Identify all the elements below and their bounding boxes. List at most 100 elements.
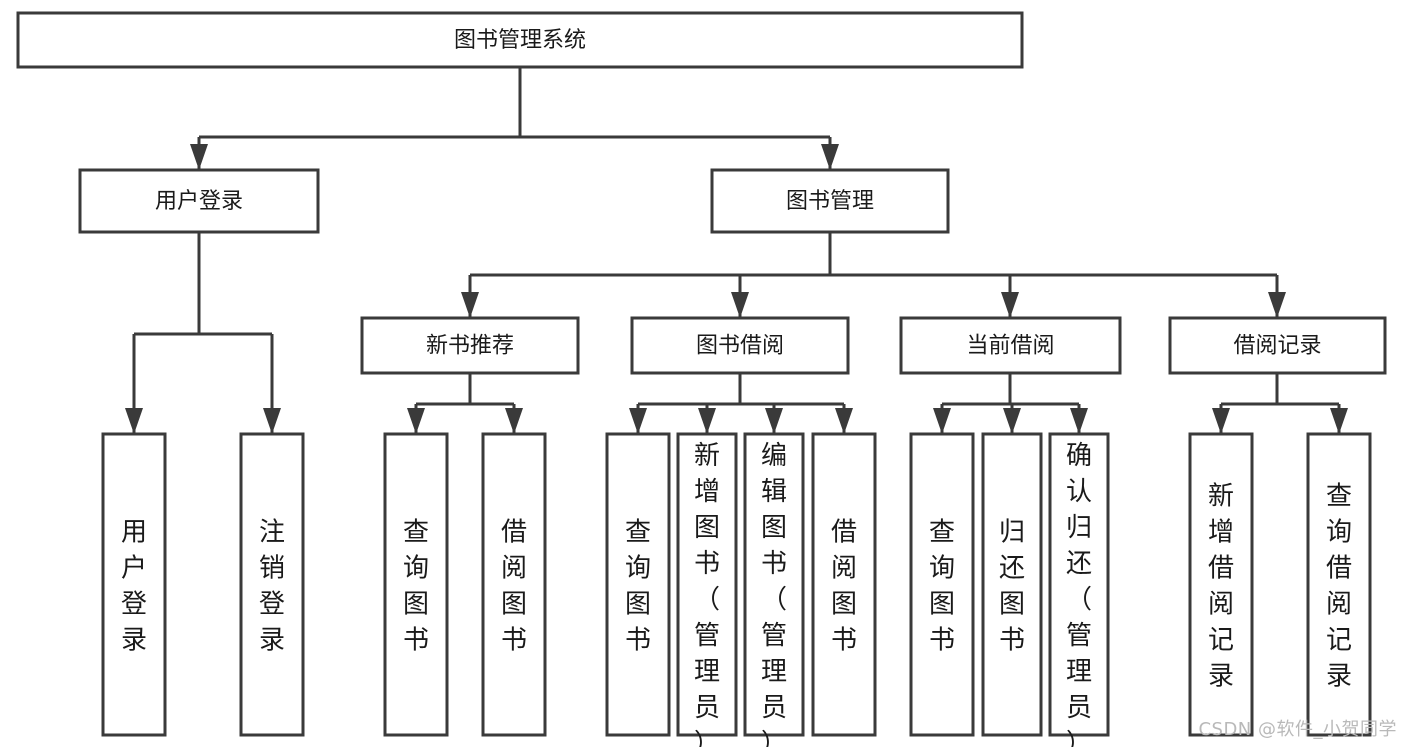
- arrow-head-icon: [190, 144, 208, 170]
- node-leaf-0-rect[interactable]: [101, 432, 167, 737]
- node-level3-1-rect[interactable]: [630, 316, 850, 375]
- node-level3-1[interactable]: 图书借阅: [630, 316, 850, 375]
- node-leaf-0[interactable]: 用户登录: [101, 432, 167, 737]
- node-level3-2-rect[interactable]: [899, 316, 1122, 375]
- node-leaf-0-char: 录: [121, 626, 147, 656]
- node-leaf-2-char: 书: [403, 626, 429, 656]
- node-leaf-10-char: 还: [1066, 549, 1092, 579]
- node-level2-1[interactable]: 图书管理: [710, 168, 950, 234]
- node-leaf-11-char: 增: [1208, 518, 1234, 548]
- arrow-head-icon: [1330, 408, 1348, 434]
- node-leaf-12-char: 记: [1326, 626, 1352, 656]
- node-level3-3-rect[interactable]: [1168, 316, 1387, 375]
- arrow-head-icon: [629, 408, 647, 434]
- node-leaf-9-rect[interactable]: [981, 432, 1043, 737]
- node-level3-3[interactable]: 借阅记录: [1168, 316, 1387, 375]
- node-leaf-1-char: 录: [259, 626, 285, 656]
- node-boxes: 图书管理系统用户登录图书管理新书推荐图书借阅当前借阅借阅记录用户登录注销登录查询…: [16, 11, 1387, 747]
- arrow-head-icon: [1212, 408, 1230, 434]
- node-level3-2-label: 当前借阅: [966, 334, 1054, 359]
- node-leaf-5-rect[interactable]: [676, 432, 738, 737]
- node-leaf-12-char: 借: [1326, 554, 1352, 584]
- node-leaf-5-char: 员: [694, 693, 720, 723]
- connector-edges: [125, 67, 1348, 434]
- node-leaf-4-char: 查: [625, 518, 651, 548]
- node-level3-0-label: 新书推荐: [426, 334, 514, 359]
- node-level3-0-rect[interactable]: [360, 316, 580, 375]
- node-level3-3-label: 借阅记录: [1233, 334, 1321, 359]
- node-leaf-1-rect[interactable]: [239, 432, 305, 737]
- node-leaf-7-char: 图: [831, 590, 857, 620]
- arrow-head-icon: [835, 408, 853, 434]
- node-leaf-8-char: 查: [929, 518, 955, 548]
- node-leaf-11-char: 借: [1208, 554, 1234, 584]
- node-leaf-7-rect[interactable]: [811, 432, 877, 737]
- node-leaf-0-char: 用: [121, 518, 147, 548]
- node-leaf-9-char: 归: [999, 518, 1025, 548]
- node-level3-0[interactable]: 新书推荐: [360, 316, 580, 375]
- arrow-head-icon: [263, 408, 281, 434]
- node-leaf-1-char: 销: [259, 554, 285, 584]
- node-root-system[interactable]: 图书管理系统: [16, 11, 1024, 69]
- node-leaf-10-char: 确: [1066, 441, 1092, 471]
- node-leaf-9-char: 图: [999, 590, 1025, 620]
- node-level2-1-rect[interactable]: [710, 168, 950, 234]
- node-leaf-2-char: 查: [403, 518, 429, 548]
- node-leaf-8-rect[interactable]: [909, 432, 975, 737]
- node-leaf-12-char: 询: [1326, 518, 1352, 548]
- node-leaf-4-char: 书: [625, 626, 651, 656]
- node-leaf-5-char: 理: [694, 657, 720, 687]
- node-leaf-9-char: 还: [999, 554, 1025, 584]
- node-leaf-10-char: 员: [1066, 693, 1092, 723]
- node-root-system-label: 图书管理系统: [454, 28, 586, 53]
- node-leaf-10-char: （: [1066, 585, 1092, 615]
- node-leaf-11-char: 阅: [1208, 590, 1234, 620]
- node-leaf-8-char: 询: [929, 554, 955, 584]
- node-leaf-8-char: 图: [929, 590, 955, 620]
- node-leaf-4-char: 图: [625, 590, 651, 620]
- node-leaf-6-rect[interactable]: [743, 432, 805, 737]
- node-leaf-2-char: 询: [403, 554, 429, 584]
- node-leaf-11-rect[interactable]: [1188, 432, 1254, 737]
- node-level2-0[interactable]: 用户登录: [78, 168, 320, 234]
- node-leaf-4-rect[interactable]: [605, 432, 671, 737]
- node-leaf-10-char: 认: [1066, 477, 1092, 507]
- node-leaf-6-char: 图: [761, 513, 787, 543]
- node-leaf-10-rect[interactable]: [1048, 432, 1110, 737]
- node-leaf-3-rect[interactable]: [481, 432, 547, 737]
- node-root-system-rect[interactable]: [16, 11, 1024, 69]
- arrow-head-icon: [765, 408, 783, 434]
- arrow-head-icon: [1001, 292, 1019, 318]
- arrow-head-icon: [461, 292, 479, 318]
- node-level3-2[interactable]: 当前借阅: [899, 316, 1122, 375]
- node-level2-0-label: 用户登录: [155, 189, 243, 214]
- arrow-head-icon: [698, 408, 716, 434]
- arrow-head-icon: [407, 408, 425, 434]
- node-leaf-10-char: 理: [1066, 657, 1092, 687]
- node-leaf-2-rect[interactable]: [383, 432, 449, 737]
- arrow-head-icon: [731, 292, 749, 318]
- node-leaf-10-char: 归: [1066, 513, 1092, 543]
- node-level2-0-rect[interactable]: [78, 168, 320, 234]
- node-leaf-6-char: 书: [761, 549, 787, 579]
- node-level2-1-label: 图书管理: [786, 189, 874, 214]
- node-leaf-0-char: 户: [121, 554, 147, 584]
- arrow-head-icon: [505, 408, 523, 434]
- node-leaf-12-rect[interactable]: [1306, 432, 1372, 737]
- node-leaf-1-char: 登: [259, 590, 285, 620]
- arrow-head-icon: [1070, 408, 1088, 434]
- arrow-head-icon: [1003, 408, 1021, 434]
